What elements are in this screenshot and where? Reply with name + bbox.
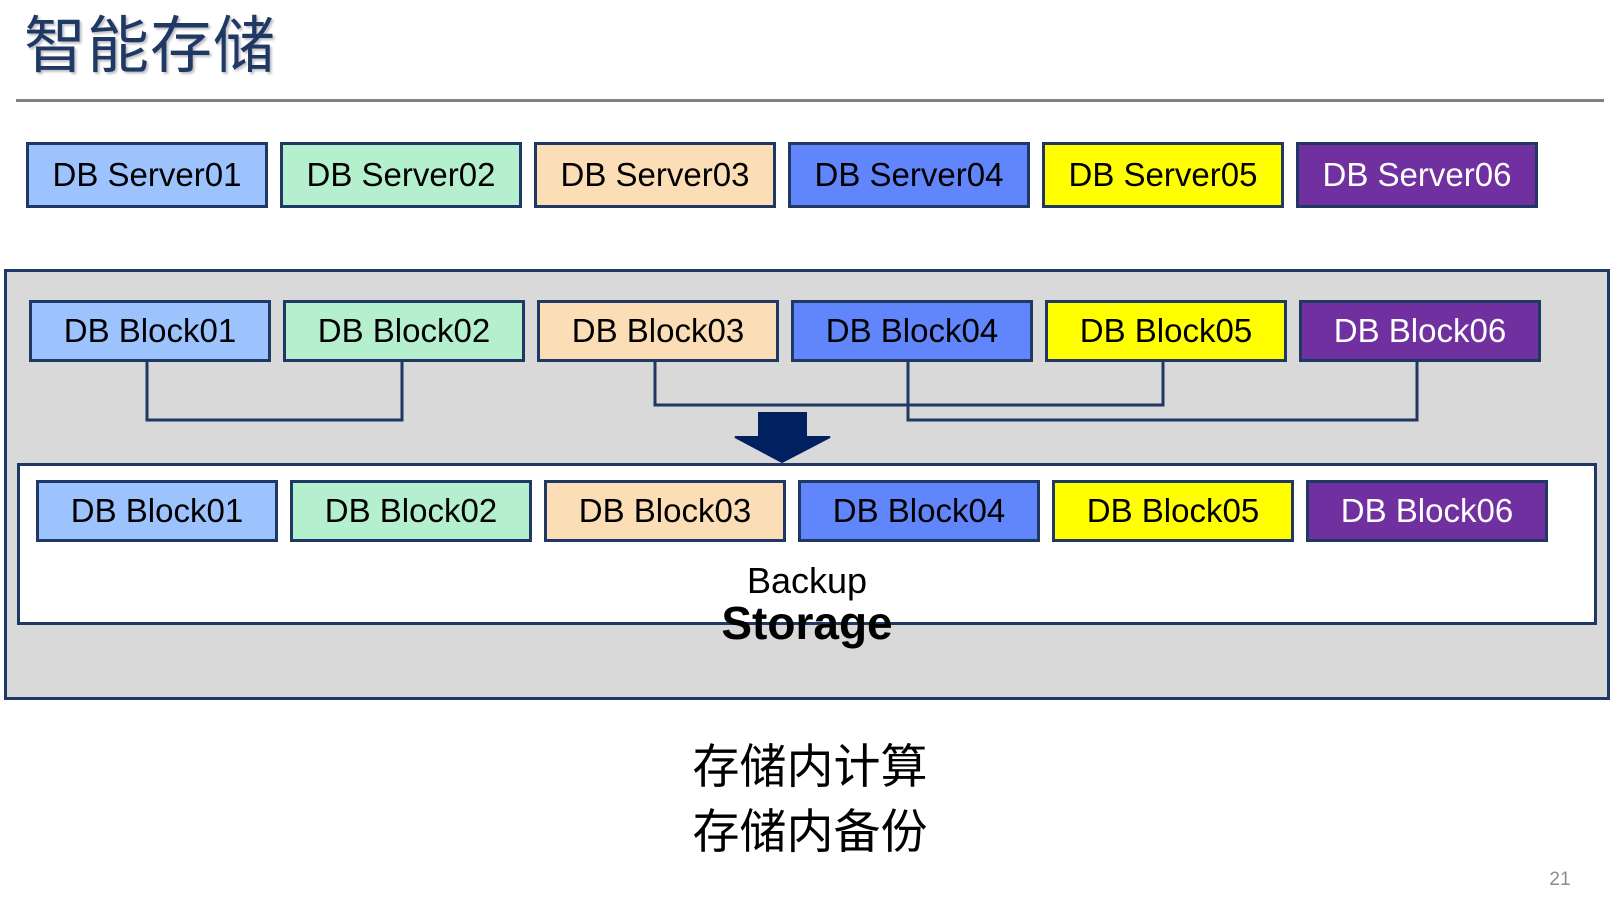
storage-panel: DB Block01 DB Block02 DB Block03 DB Bloc…	[4, 269, 1610, 700]
db-block-box-6[interactable]: DB Block06	[1299, 300, 1541, 362]
db-server-label: DB Server03	[560, 156, 750, 193]
db-server-label: DB Server06	[1322, 156, 1512, 193]
db-server-label: DB Server01	[52, 156, 242, 193]
db-block-label: DB Block02	[317, 312, 491, 349]
backup-block-label: DB Block01	[70, 492, 244, 529]
db-server-box-2[interactable]: DB Server02	[280, 142, 522, 208]
backup-block-label: DB Block05	[1086, 492, 1260, 529]
backup-block-label: DB Block04	[832, 492, 1006, 529]
backup-block-box-1[interactable]: DB Block01	[36, 480, 278, 542]
title-divider	[16, 99, 1604, 102]
footer-line-1: 存储内计算	[692, 740, 928, 793]
db-server-box-5[interactable]: DB Server05	[1042, 142, 1284, 208]
backup-block-box-2[interactable]: DB Block02	[290, 480, 532, 542]
db-block-label: DB Block04	[825, 312, 999, 349]
backup-label: Backup	[746, 560, 868, 601]
db-block-label: DB Block06	[1333, 312, 1507, 349]
footer-line-2: 存储内备份	[692, 805, 928, 858]
db-block-box-5[interactable]: DB Block05	[1045, 300, 1287, 362]
db-block-box-1[interactable]: DB Block01	[29, 300, 271, 362]
db-server-box-4[interactable]: DB Server04	[788, 142, 1030, 208]
db-block-label: DB Block03	[571, 312, 745, 349]
backup-block-box-5[interactable]: DB Block05	[1052, 480, 1294, 542]
storage-label: Storage	[721, 597, 893, 649]
backup-block-label: DB Block06	[1340, 492, 1514, 529]
backup-block-label: DB Block03	[578, 492, 752, 529]
backup-block-label: DB Block02	[324, 492, 498, 529]
db-server-box-6[interactable]: DB Server06	[1296, 142, 1538, 208]
backup-block-box-4[interactable]: DB Block04	[798, 480, 1040, 542]
db-server-label: DB Server04	[814, 156, 1004, 193]
db-block-label: DB Block05	[1079, 312, 1253, 349]
db-block-box-4[interactable]: DB Block04	[791, 300, 1033, 362]
backup-box: DB Block01 DB Block02 DB Block03 DB Bloc…	[17, 463, 1597, 625]
db-block-label: DB Block01	[63, 312, 237, 349]
db-block-box-2[interactable]: DB Block02	[283, 300, 525, 362]
db-server-label: DB Server05	[1068, 156, 1258, 193]
backup-block-box-6[interactable]: DB Block06	[1306, 480, 1548, 542]
page-title: 智能存储	[24, 12, 277, 81]
db-server-box-1[interactable]: DB Server01	[26, 142, 268, 208]
db-server-box-3[interactable]: DB Server03	[534, 142, 776, 208]
page-number: 21	[1549, 869, 1571, 890]
backup-block-box-3[interactable]: DB Block03	[544, 480, 786, 542]
db-block-box-3[interactable]: DB Block03	[537, 300, 779, 362]
db-server-label: DB Server02	[306, 156, 496, 193]
